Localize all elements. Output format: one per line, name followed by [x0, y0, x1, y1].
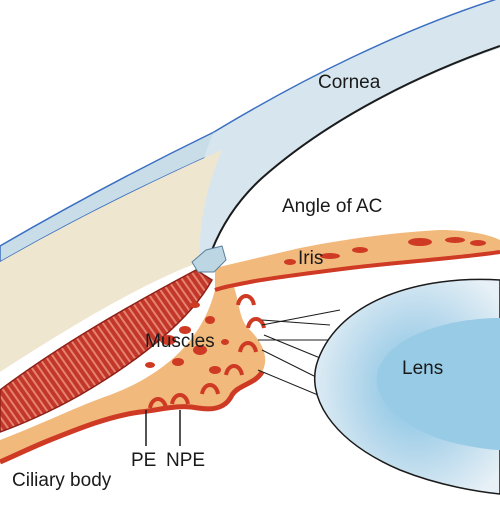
cornea-shape [195, 0, 500, 258]
sclera-outer [0, 0, 500, 260]
label-iris: Iris [298, 248, 323, 269]
lens-nucleus [376, 318, 500, 450]
ciliary-muscle [0, 269, 213, 433]
label-npe: NPE [166, 450, 205, 471]
sclera-inner [0, 150, 222, 372]
cornea-endothelium-line [211, 45, 500, 251]
iris-stroma-patches [284, 237, 486, 265]
label-ciliary-body: Ciliary body [12, 470, 112, 491]
label-cornea: Cornea [318, 72, 381, 93]
pigmented-epithelium [0, 370, 265, 465]
trabecular-meshwork [191, 245, 227, 273]
cornea-epithelium-line [213, 0, 497, 133]
label-pe: PE [131, 450, 156, 471]
iris-pigment-back [214, 250, 500, 292]
ciliary-processes [148, 294, 266, 409]
ciliary-body-tissue [0, 282, 266, 462]
label-angle: Angle of AC [282, 196, 382, 217]
label-muscles: Muscles [145, 331, 215, 352]
muscle-patches [145, 302, 229, 374]
label-lens: Lens [402, 358, 443, 379]
